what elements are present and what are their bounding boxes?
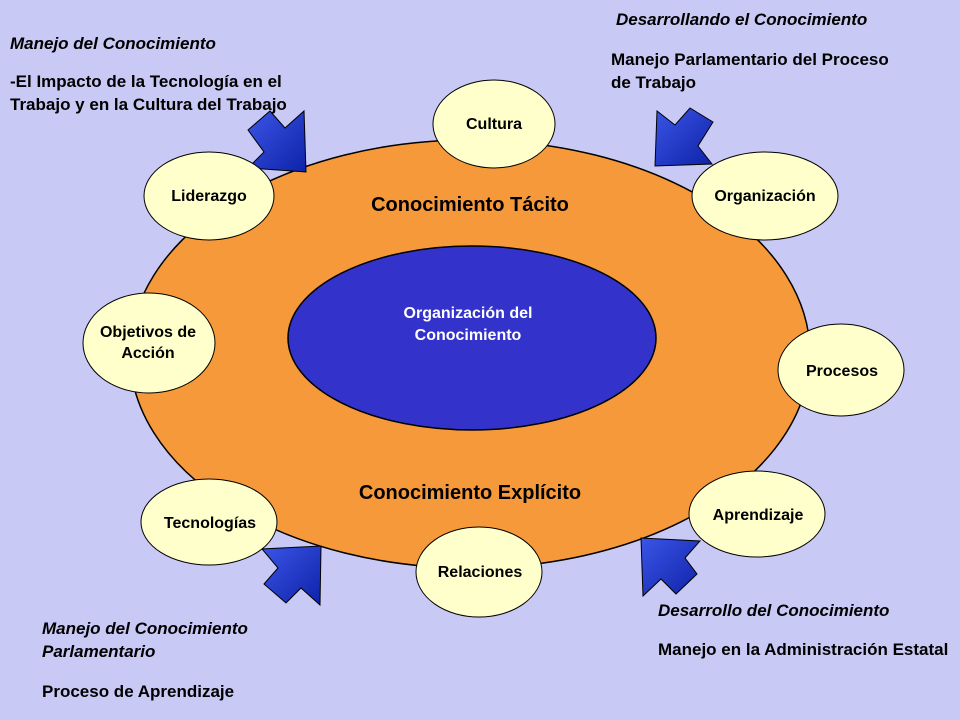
node-objetivos: Objetivos de Acción <box>99 324 197 362</box>
bottom-left-body: Proceso de Aprendizaje <box>42 682 235 701</box>
arrow-top-right <box>654 107 714 167</box>
node-procesos: Procesos <box>805 363 879 380</box>
node-liderazgo: Liderazgo <box>171 188 247 205</box>
tacit-knowledge-label: Conocimiento Tácito <box>371 194 569 216</box>
explicit-knowledge-label: Conocimiento Explícito <box>358 482 582 504</box>
arrow-top-left <box>246 109 307 173</box>
node-objetivos-shape <box>82 292 216 394</box>
bottom-right-heading: Desarrollo del Conocimiento <box>658 601 890 620</box>
node-organizacion: Organización <box>714 188 816 205</box>
top-right-body: Manejo Parlamentario del Proceso de Trab… <box>611 50 889 92</box>
node-cultura-shape <box>432 79 556 169</box>
top-right-heading: Desarrollando el Conocimiento <box>616 10 868 29</box>
node-aprendizaje-shape <box>688 470 826 558</box>
node-aprendizaje: Aprendizaje <box>712 507 804 524</box>
node-cultura: Cultura <box>466 116 522 133</box>
node-procesos-shape <box>777 323 905 417</box>
node-organizacion-shape <box>691 151 839 241</box>
center-title: Organización del Conocimiento <box>403 305 533 344</box>
node-tecnologias: Tecnologías <box>163 515 257 532</box>
node-relaciones-shape <box>415 526 543 618</box>
node-liderazgo-shape <box>143 151 275 241</box>
top-left-body: -El Impacto de la Tecnología en el Traba… <box>10 72 287 114</box>
arrow-bottom-left <box>260 545 322 607</box>
arrow-bottom-right <box>640 537 702 598</box>
bottom-left-heading: Manejo del Conocimiento Parlamentario <box>42 619 248 661</box>
inner-ellipse <box>287 245 657 431</box>
node-tecnologias-shape <box>140 478 278 566</box>
bottom-right-body: Manejo en la Administración Estatal <box>658 640 949 659</box>
node-relaciones: Relaciones <box>437 564 523 581</box>
top-left-heading: Manejo del Conocimiento <box>10 34 216 53</box>
